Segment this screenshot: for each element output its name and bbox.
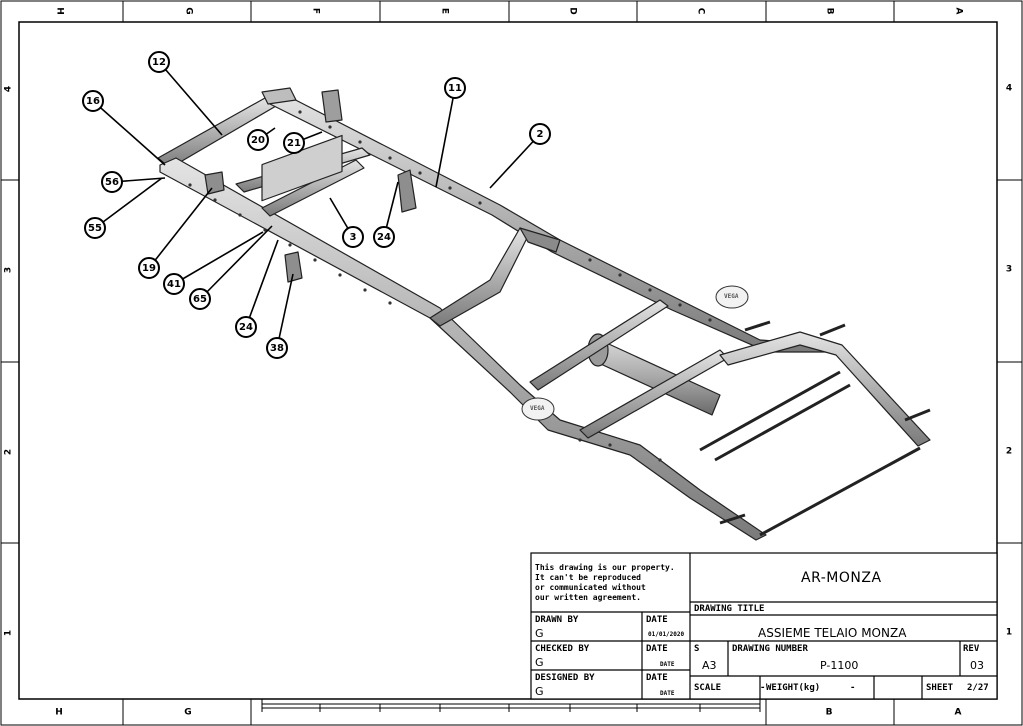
sheet-value: 2/27 — [967, 683, 989, 693]
drawing-number-label: DRAWING NUMBER — [732, 644, 808, 654]
scale-ruler — [261, 699, 761, 712]
weight-label: WEIGHT(kg) — [766, 683, 821, 693]
rev-value: 03 — [970, 659, 984, 672]
balloon-24-upper: 24 — [373, 226, 395, 248]
drawing-title: ASSIEME TELAIO MONZA — [758, 626, 907, 640]
balloon-55: 55 — [84, 217, 106, 239]
balloon-16: 16 — [82, 90, 104, 112]
designed-date-value: DATE — [660, 690, 675, 697]
badge-vega-right: VEGA — [724, 293, 739, 300]
zone-bottom-g: G — [184, 707, 192, 718]
project-name: AR-MONZA — [801, 570, 882, 586]
balloon-19: 19 — [138, 257, 160, 279]
size-label: S — [694, 644, 700, 654]
zone-right-4: 4 — [1005, 83, 1013, 94]
designed-by-value: G — [535, 685, 544, 698]
zone-bottom-h: H — [55, 707, 63, 718]
balloon-21: 21 — [283, 132, 305, 154]
rail-holes — [188, 110, 712, 462]
balloon-20: 20 — [247, 129, 269, 151]
balloon-3: 3 — [342, 226, 364, 248]
balloon-41: 41 — [163, 273, 185, 295]
rev-label: REV — [963, 644, 980, 654]
sheet-label: SHEET — [926, 683, 954, 693]
badge-vega-left: VEGA — [530, 405, 545, 412]
balloon-11: 11 — [444, 77, 466, 99]
drawing-number-value: P-1100 — [820, 659, 859, 672]
zone-right-2: 2 — [1005, 446, 1013, 457]
checked-date-value: DATE — [660, 661, 675, 668]
balloon-2: 2 — [529, 123, 551, 145]
drawing-title-label: DRAWING TITLE — [694, 604, 765, 614]
scale-value: - — [760, 683, 766, 693]
size-value: A3 — [702, 659, 717, 672]
inner-border — [18, 21, 998, 700]
drawn-date-value: 01/01/2020 — [648, 631, 685, 638]
zone-right-3: 3 — [1005, 264, 1013, 275]
drawn-by-label: DRAWN BY — [535, 615, 579, 625]
balloon-12: 12 — [148, 51, 170, 73]
scale-label: SCALE — [694, 683, 722, 693]
balloon-65: 65 — [189, 288, 211, 310]
drawn-date-label: DATE — [646, 615, 668, 625]
zone-right-1: 1 — [1005, 627, 1013, 638]
zone-bottom-b: B — [825, 707, 833, 718]
chassis — [157, 87, 931, 541]
checked-date-label: DATE — [646, 644, 668, 654]
vega-badges — [521, 285, 749, 421]
designed-date-label: DATE — [646, 673, 668, 683]
checked-by-label: CHECKED BY — [535, 644, 590, 654]
drawn-by-value: G — [535, 627, 544, 640]
balloon-38: 38 — [266, 337, 288, 359]
designed-by-label: DESIGNED BY — [535, 673, 595, 683]
balloon-56: 56 — [101, 171, 123, 193]
zone-bottom-a: A — [954, 707, 962, 718]
checked-by-value: G — [535, 656, 544, 669]
property-notice: This drawing is our property. It can't b… — [535, 563, 675, 602]
balloon-24-lower: 24 — [235, 316, 257, 338]
weight-value: - — [850, 683, 856, 693]
